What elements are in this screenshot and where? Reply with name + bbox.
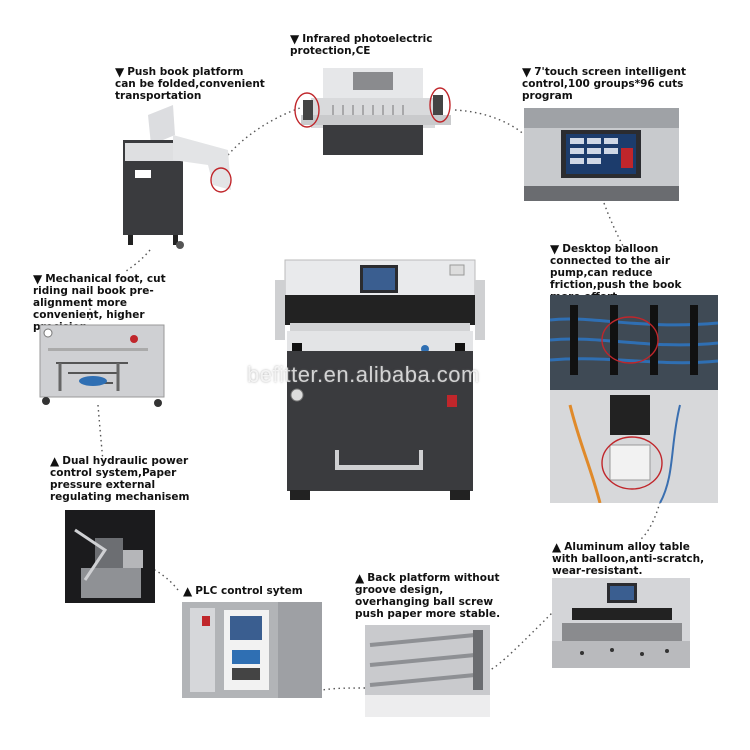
up-triangle-icon: ▲: [183, 584, 193, 598]
down-triangle-icon: ▼: [522, 65, 532, 79]
photo-infrared-protection: [293, 60, 453, 155]
up-triangle-icon: ▲: [50, 454, 60, 468]
photo-plc-control: [182, 602, 322, 698]
photo-back-platform: [365, 625, 490, 717]
caption-infrared: ▼Infrared photoelectric protection,CE: [290, 32, 433, 57]
caption-balloon: ▼Desktop balloon connected to the air pu…: [550, 242, 682, 303]
caption-aluminum-table: ▲Aluminum alloy table with balloon,anti-…: [552, 540, 705, 577]
down-triangle-icon: ▼: [290, 32, 300, 46]
photo-push-book-platform: [113, 105, 243, 250]
photo-desktop-balloon: [550, 295, 718, 503]
photo-touch-screen: [524, 108, 679, 201]
up-triangle-icon: ▲: [355, 571, 365, 585]
photo-main-machine: [265, 245, 495, 505]
photo-mechanical-foot: [38, 323, 166, 413]
down-triangle-icon: ▼: [550, 242, 560, 256]
caption-plc: ▲PLC control sytem: [183, 584, 303, 598]
photo-hydraulic-system: [65, 510, 155, 603]
caption-touch-screen: ▼7'touch screen intelligent control,100 …: [522, 65, 686, 102]
up-triangle-icon: ▲: [552, 540, 562, 554]
caption-back-platform: ▲Back platform without groove design, ov…: [355, 571, 501, 620]
caption-hydraulic: ▲Dual hydraulic power control system,Pap…: [50, 454, 190, 503]
caption-mechanical-foot: ▼Mechanical foot, cut riding nail book p…: [33, 272, 166, 333]
photo-aluminum-table: [552, 578, 690, 668]
down-triangle-icon: ▼: [115, 65, 125, 79]
down-triangle-icon: ▼: [33, 272, 43, 286]
caption-push-book: ▼Push book platform can be folded,conven…: [115, 65, 265, 102]
watermark: befitter.en.alibaba.com: [247, 362, 480, 387]
